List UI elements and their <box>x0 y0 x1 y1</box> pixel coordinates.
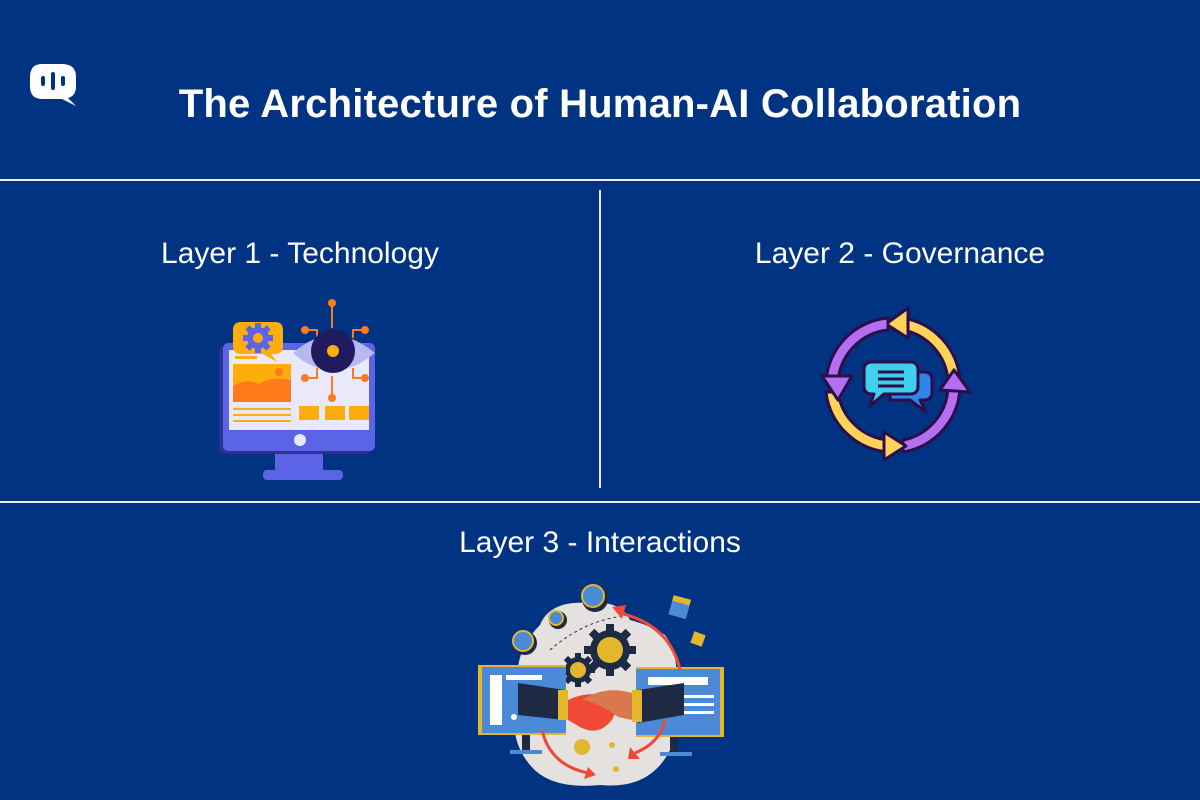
computer-eye-gear-icon <box>219 299 375 480</box>
layer-3-title: Layer 3 - Interactions <box>459 526 741 559</box>
divider-vertical <box>599 190 601 488</box>
speech-bubble-logo-icon <box>30 64 76 106</box>
layer-2-title: Layer 2 - Governance <box>754 237 1046 270</box>
cycle-chat-bubbles-icon <box>820 306 972 462</box>
page-title: The Architecture of Human-AI Collaborati… <box>178 82 1022 126</box>
divider-top <box>0 179 1200 181</box>
layer-1-title: Layer 1 - Technology <box>161 237 439 270</box>
divider-bottom <box>0 501 1200 503</box>
handshake-monitors-gears-icon <box>478 584 724 786</box>
